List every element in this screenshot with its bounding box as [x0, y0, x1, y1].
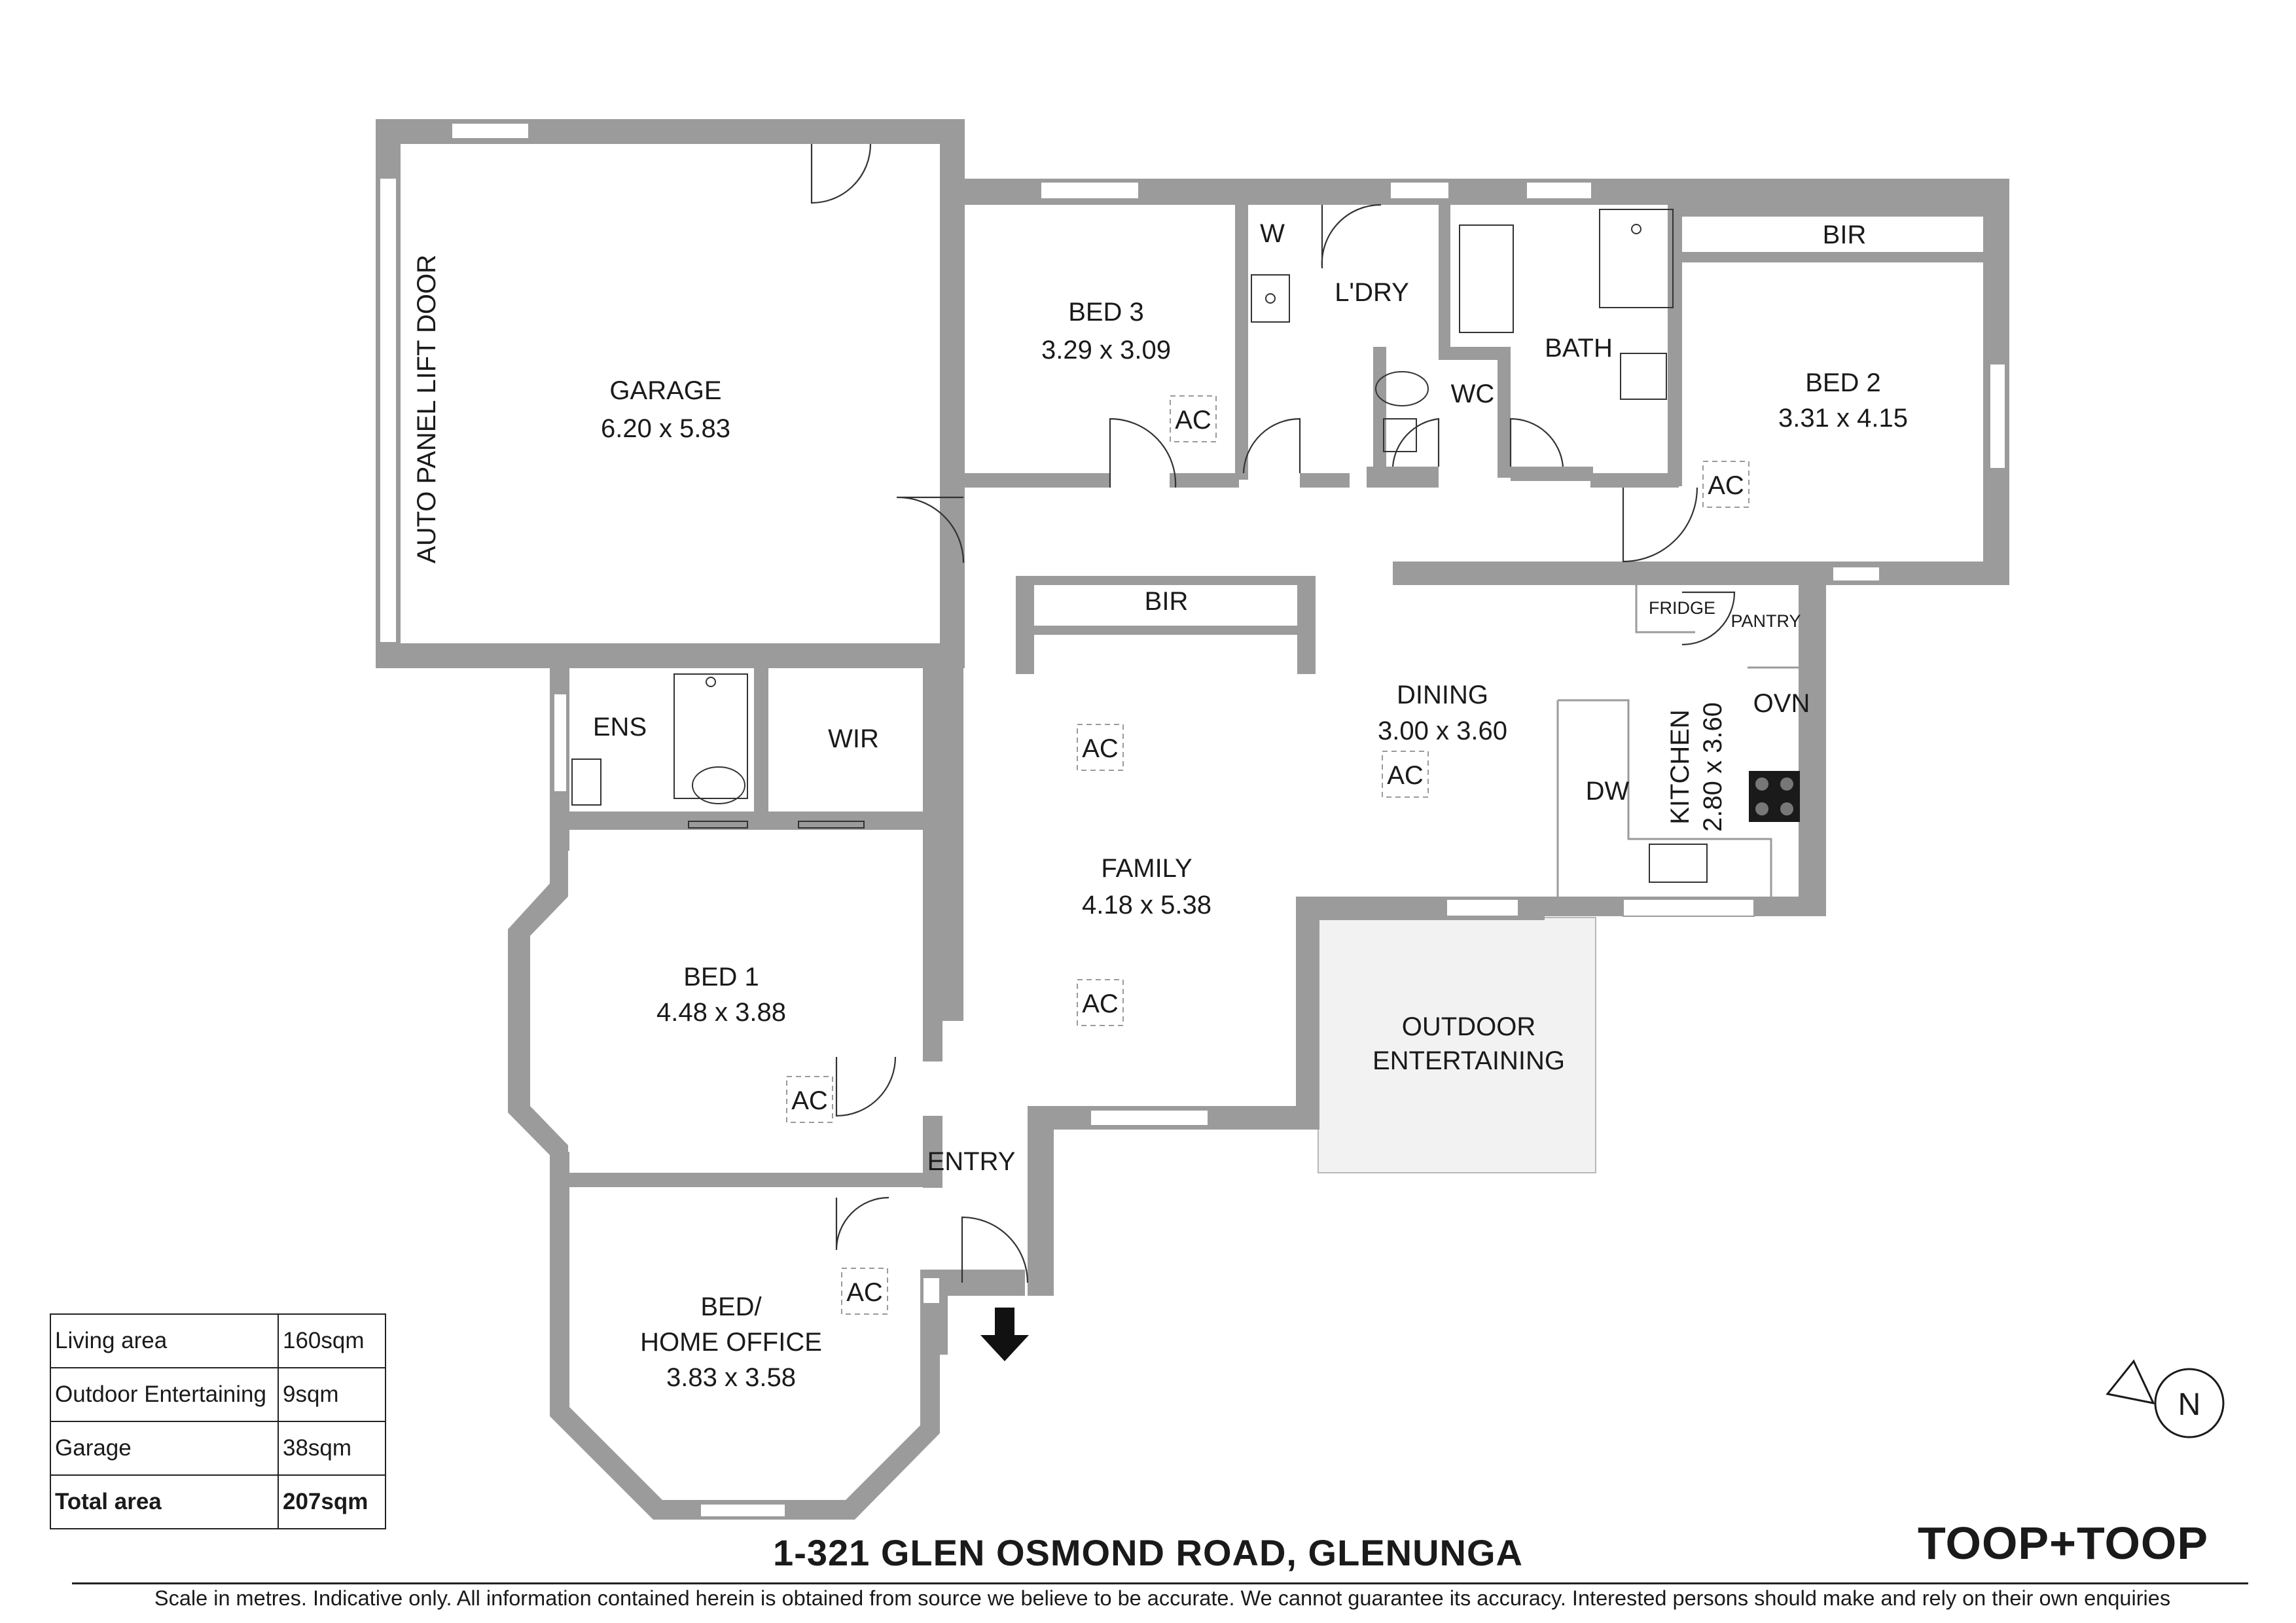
- outdoor-line1: OUTDOOR: [1402, 1012, 1535, 1041]
- w-label: W: [1260, 219, 1285, 248]
- area-label: Total area: [50, 1474, 279, 1529]
- area-label: Living area: [50, 1313, 279, 1368]
- dining-dims: 3.00 x 3.60: [1378, 717, 1507, 745]
- garage-dims: 6.20 x 5.83: [601, 414, 730, 443]
- ac-label: AC: [1175, 406, 1211, 435]
- door-swings: [810, 143, 1736, 1283]
- windows: [379, 122, 2006, 1518]
- entry-arrow-icon: [980, 1308, 1029, 1361]
- ac-labels: AC AC AC AC AC AC AC: [791, 406, 1744, 1307]
- area-label: Outdoor Entertaining: [50, 1367, 279, 1422]
- bed3-name: BED 3: [1068, 298, 1144, 327]
- outdoor-line2: ENTERTAINING: [1372, 1046, 1565, 1075]
- outdoor-area: [1318, 917, 1596, 1173]
- bed2-name: BED 2: [1805, 368, 1881, 397]
- table-row: Outdoor Entertaining 9sqm: [50, 1367, 386, 1422]
- table-row: Garage 38sqm: [50, 1421, 386, 1476]
- office-dims: 3.83 x 3.58: [666, 1363, 796, 1392]
- dining-name: DINING: [1397, 681, 1488, 709]
- property-address: 1-321 GLEN OSMOND ROAD, GLENUNGA: [773, 1532, 1523, 1573]
- kitchen-name: KITCHEN: [1666, 709, 1695, 825]
- ens-label: ENS: [593, 713, 647, 741]
- pantry-label: PANTRY: [1731, 611, 1801, 631]
- ac-label: AC: [1082, 734, 1119, 763]
- table-row-total: Total area 207sqm: [50, 1474, 386, 1529]
- area-value: 38sqm: [278, 1421, 386, 1476]
- table-row: Living area 160sqm: [50, 1313, 386, 1368]
- wir-label: WIR: [828, 724, 879, 753]
- office-line2: HOME OFFICE: [640, 1328, 822, 1357]
- wc-label: WC: [1451, 380, 1495, 408]
- area-value: 207sqm: [278, 1474, 386, 1529]
- disclaimer-text: Scale in metres. Indicative only. All in…: [154, 1586, 2171, 1610]
- bed3-dims: 3.29 x 3.09: [1041, 336, 1171, 365]
- dw-label: DW: [1586, 777, 1630, 806]
- family-dims: 4.18 x 5.38: [1082, 891, 1211, 919]
- ac-label: AC: [1082, 990, 1119, 1018]
- room-labels: GARAGE 6.20 x 5.83 AUTO PANEL LIFT DOOR …: [412, 219, 1908, 1392]
- kitchen-dims: 2.80 x 3.60: [1698, 702, 1727, 832]
- area-value: 160sqm: [278, 1313, 386, 1368]
- fixtures: [571, 209, 1809, 897]
- north-compass: N: [2106, 1359, 2225, 1438]
- bed2-dims: 3.31 x 4.15: [1778, 404, 1908, 433]
- laundry-label: L'DRY: [1335, 278, 1409, 307]
- bir-family-label: BIR: [1145, 587, 1189, 616]
- ac-label: AC: [1387, 761, 1424, 790]
- garage-door-label: AUTO PANEL LIFT DOOR: [412, 255, 441, 563]
- entry-label: ENTRY: [927, 1147, 1016, 1176]
- bath-label: BATH: [1545, 334, 1613, 363]
- compass-label: N: [2178, 1387, 2201, 1422]
- footer-divider: [72, 1582, 2248, 1584]
- ac-label: AC: [846, 1278, 883, 1307]
- fridge-label: FRIDGE: [1649, 598, 1715, 618]
- family-name: FAMILY: [1101, 854, 1192, 883]
- bed1-dims: 4.48 x 3.88: [656, 998, 786, 1027]
- area-value: 9sqm: [278, 1367, 386, 1422]
- area-summary-table: Living area 160sqm Outdoor Entertaining …: [50, 1313, 386, 1529]
- area-label: Garage: [50, 1421, 279, 1476]
- ac-tiles: [786, 395, 1749, 1315]
- bed1-name: BED 1: [683, 963, 759, 991]
- ac-label: AC: [791, 1086, 828, 1115]
- garage-name: GARAGE: [609, 376, 721, 405]
- bir-bed2-label: BIR: [1823, 221, 1867, 249]
- brand-logo: TOOP+TOOP: [1918, 1518, 2209, 1569]
- office-line1: BED/: [700, 1293, 762, 1321]
- ac-label: AC: [1708, 471, 1744, 500]
- ovn-label: OVN: [1753, 689, 1810, 718]
